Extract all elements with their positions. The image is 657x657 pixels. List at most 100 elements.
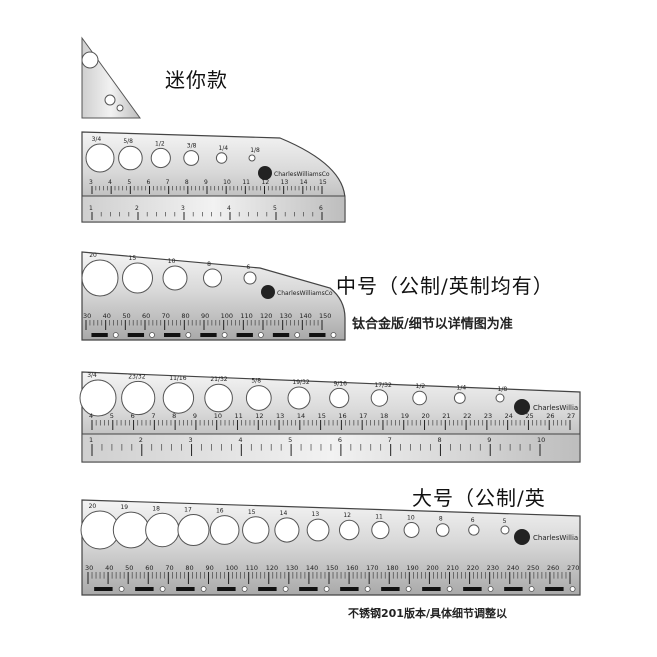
- large-metric-hole-label: 8: [439, 516, 443, 523]
- large-imperial-hole-label: 5/8: [251, 378, 261, 385]
- brand-logo-large-metric: CharlesWillia: [514, 529, 578, 545]
- medium-strip-hole: [257, 332, 264, 338]
- mini-hole-label: 3/8: [187, 143, 197, 150]
- medium-hole-label: 10: [168, 258, 176, 265]
- large-imperial-hole-label: 1/4: [457, 385, 467, 392]
- brand-text-mini: CharlesWilliamsCo: [274, 171, 330, 178]
- large-imperial-hole: [287, 386, 311, 410]
- label-medium-note: 钛合金版/细节以详情图为准: [352, 317, 513, 332]
- large-metric-mm-tick-label: 100: [226, 564, 238, 572]
- large-metric-hole: [500, 525, 510, 535]
- large-metric-hole-label: 15: [248, 509, 256, 516]
- medium-strip-hole: [221, 332, 228, 338]
- large-metric-strip-hole: [569, 586, 576, 592]
- mini-hole: [150, 147, 171, 169]
- large-imperial-tick-label: 25: [525, 412, 533, 420]
- large-imperial-lower-tick-label: 1: [89, 436, 93, 444]
- medium-strip-mark: [164, 333, 181, 337]
- large-metric-mm-tick-label: 80: [185, 564, 193, 572]
- mini-hole-label: 1/8: [250, 147, 260, 154]
- large-metric-strip-hole: [118, 586, 125, 592]
- medium-hole: [243, 271, 257, 285]
- large-imperial-tick-label: 15: [318, 412, 326, 420]
- medium-strip-mark: [309, 333, 326, 337]
- large-imperial-lower-tick-label: 4: [238, 436, 242, 444]
- medium-hole-label: 15: [129, 255, 137, 262]
- large-metric-mm-tick-label: 160: [346, 564, 358, 572]
- large-metric-strip-mark: [504, 587, 523, 591]
- brand-text-large-imperial: CharlesWillia: [533, 404, 578, 412]
- medium-strip-hole: [294, 332, 301, 338]
- brand-text-large-metric: CharlesWillia: [533, 534, 578, 542]
- mini-cm-tick-label: 6: [319, 205, 323, 212]
- large-imperial-lower-tick-label: 2: [139, 436, 143, 444]
- medium-mm-tick-label: 50: [122, 312, 130, 320]
- large-metric-strip-hole: [200, 586, 207, 592]
- label-large-note: 不锈钢201版本/具体细节调整以: [348, 607, 507, 620]
- large-metric-mm-tick-label: 230: [487, 564, 499, 572]
- medium-mm-tick-label: 70: [162, 312, 170, 320]
- large-metric-hole-label: 14: [280, 510, 288, 517]
- medium-mm-tick-label: 80: [181, 312, 189, 320]
- brand-text-medium: CharlesWilliamsCo: [277, 290, 333, 297]
- large-imperial-hole-label: 1/8: [498, 386, 508, 393]
- large-metric-strip-mark: [135, 587, 154, 591]
- medium-strip-mark: [200, 333, 217, 337]
- large-metric-strip-mark: [422, 587, 441, 591]
- large-metric-mm-tick-label: 180: [386, 564, 398, 572]
- large-metric-hole: [435, 523, 450, 537]
- large-imperial-tick-label: 12: [255, 412, 263, 420]
- mini-cm-tick-label: 2: [135, 205, 139, 212]
- large-metric-hole: [371, 520, 390, 540]
- mini-inch-tick-label: 15: [319, 179, 327, 186]
- medium-mm-tick-label: 40: [103, 312, 111, 320]
- large-metric-hole: [274, 517, 300, 543]
- large-metric-mm-tick-label: 150: [326, 564, 338, 572]
- large-metric-hole-label: 18: [152, 505, 160, 512]
- mini-inch-tick-label: 10: [223, 179, 231, 186]
- large-imperial-hole: [79, 379, 117, 417]
- large-imperial-hole-label: 21/32: [210, 376, 227, 383]
- large-metric-mm-tick-label: 170: [366, 564, 378, 572]
- large-metric-mm-tick-label: 30: [85, 564, 93, 572]
- large-metric-hole-label: 20: [89, 503, 97, 510]
- large-metric-hole-label: 13: [312, 511, 320, 518]
- mini-hole-label: 1/2: [155, 140, 165, 147]
- mini-inch-tick-label: 4: [108, 179, 112, 186]
- large-imperial-lower-tick-label: 5: [288, 436, 292, 444]
- large-metric-mm-tick-label: 190: [406, 564, 418, 572]
- large-imperial-hole-label: 9/16: [333, 380, 347, 387]
- large-metric-strip-hole: [323, 586, 330, 592]
- medium-strip-hole: [112, 332, 119, 338]
- large-metric-mm-tick-label: 130: [286, 564, 298, 572]
- large-imperial-tick-label: 16: [338, 412, 346, 420]
- large-metric-strip-hole: [282, 586, 289, 592]
- large-imperial-hole: [412, 390, 427, 406]
- large-imperial-lower-tick-label: 9: [487, 436, 491, 444]
- large-imperial-tick-label: 4: [89, 412, 93, 420]
- mini-inch-tick-label: 14: [300, 179, 308, 186]
- large-metric-hole-label: 17: [184, 506, 192, 513]
- medium-mm-tick-label: 30: [83, 312, 91, 320]
- medium-hole: [122, 262, 153, 294]
- large-metric-hole: [177, 513, 210, 547]
- medium-hole-label: 20: [89, 252, 97, 259]
- large-imperial-tick-label: 23: [484, 412, 492, 420]
- large-imperial-tick-label: 27: [567, 412, 575, 420]
- large-imperial-lower-tick-label: 7: [388, 436, 392, 444]
- large-metric-mm-tick-label: 140: [306, 564, 318, 572]
- large-imperial-lower-tick-label: 3: [189, 436, 193, 444]
- large-metric-mm-tick-label: 120: [266, 564, 278, 572]
- large-imperial-hole: [329, 387, 350, 409]
- mini-hole: [85, 143, 115, 173]
- large-imperial-hole-label: 1/2: [416, 383, 426, 390]
- large-imperial-tick-label: 26: [546, 412, 554, 420]
- mini-hole-label: 5/8: [123, 138, 133, 145]
- large-imperial-tick-label: 21: [442, 412, 450, 420]
- large-imperial-tick-label: 14: [297, 412, 305, 420]
- large-imperial-hole: [370, 389, 389, 407]
